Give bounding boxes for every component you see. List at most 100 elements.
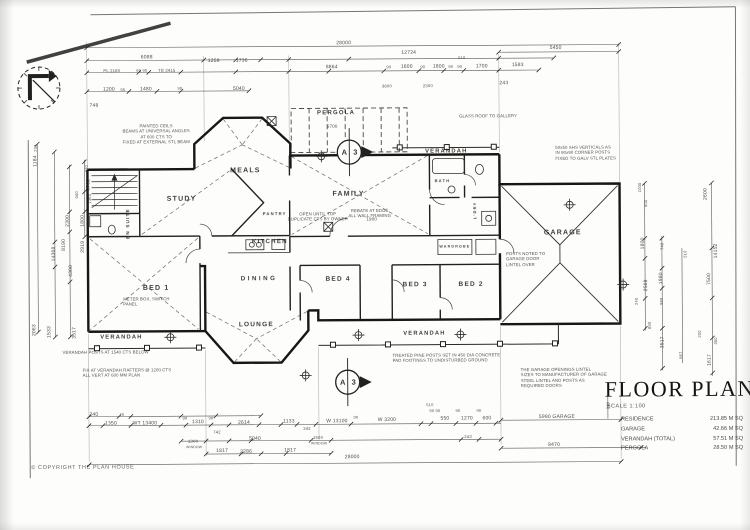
copyright-note: © COPYRIGHT THE PLAN HOUSE (31, 464, 135, 472)
dimension-label: 55 (120, 87, 126, 93)
room-label-wardrobe: WARDROBE (439, 244, 471, 249)
fixtures (89, 158, 497, 256)
dimension-label: 1800 (79, 214, 86, 227)
dimension-label: 1800 (432, 63, 445, 70)
area-name: VERANDAH (TOTAL) (621, 435, 675, 443)
dimension-label: 1700 (475, 63, 488, 70)
garage-roof-lines (501, 185, 619, 323)
area-name: RESIDENCE (620, 416, 654, 423)
dimension-label: 1360 (87, 193, 93, 204)
dimension-label: 90 90 (429, 408, 441, 414)
dimension-label: 1533 (46, 326, 53, 338)
dimension-label: 1270 (460, 415, 473, 422)
dimension-label: 5040 (249, 435, 262, 442)
dimension-label: 748 (89, 102, 99, 109)
dimension-label: 2300 (64, 214, 71, 227)
pine-post-note: TREATED PINE POSTS SET IN 450 DIA CONCRE… (392, 352, 501, 364)
dimension-label: 600 (482, 415, 492, 422)
dimension-label: 243 (499, 80, 509, 87)
dimension-label: 70 (119, 412, 125, 418)
dimension-label: 90 (448, 64, 454, 70)
area-value: 57.51 M SQ (713, 435, 744, 442)
dimension-label: 6792 (85, 178, 92, 191)
room-label-dining: DINING (240, 275, 278, 283)
dimension-label: 90 (182, 415, 188, 421)
area-value: 213.85 M SQ (709, 415, 743, 422)
dimension-label: 8190 (60, 238, 67, 251)
dimension-label: WINDOW (311, 441, 328, 446)
page-border (27, 6, 737, 479)
room-label-bed-2: BED 2 (458, 280, 484, 288)
dimension-label: 200 (32, 144, 38, 152)
dimension-label: 200 (696, 330, 702, 338)
dimension-label: 1259 (207, 57, 220, 65)
dimension-label: 5040 (232, 85, 245, 92)
scale-label: SCALE 1:100 (606, 403, 646, 410)
dimension-label: 2614 (237, 419, 250, 426)
area-name: PERGOLA (621, 445, 649, 452)
dimension-label: 8470 (548, 441, 561, 448)
dimension-label: 90 (455, 407, 461, 414)
room-label-family: FAMILY (332, 190, 365, 198)
verandah-posts (93, 143, 559, 352)
post-symbols (164, 116, 630, 382)
dimension-label: 240 (83, 165, 89, 173)
dimension-label: 28000 (344, 454, 360, 461)
dimension-label: 1736 (235, 57, 248, 64)
area-name: GARAGE (620, 426, 645, 433)
room-label-pergola: PERGOLA (317, 110, 356, 117)
dimension-label: 12724 (401, 49, 417, 56)
area-value: 42.66 M SQ (713, 425, 744, 432)
dimension-label: WT 13400 (132, 420, 158, 427)
dimension-label: 240 (633, 297, 639, 306)
dimension-label: 1000 (637, 182, 643, 193)
dimension-label: 2063 (31, 324, 38, 337)
dimension-label: 742 (213, 429, 221, 435)
dimension-label: 90 (353, 414, 359, 420)
verandah-edges (88, 146, 559, 350)
dimension-label: 1583 (511, 62, 524, 69)
dimension-label: 1300 (187, 438, 199, 444)
dimension-label: 967 (678, 351, 684, 359)
room-label-bed-3: BED 3 (402, 281, 428, 289)
dimension-label: 2600 (702, 187, 709, 200)
north-arrow-icon (17, 66, 61, 110)
room-label-meals: MEALS (230, 167, 261, 175)
dimension-label: 240 (89, 411, 99, 418)
dimension-label: WINDOW (186, 445, 203, 450)
section-marker-letter: A (339, 377, 346, 387)
dimension-label: 1817 (216, 447, 229, 454)
dimension-label: 2286 (240, 448, 253, 455)
dimension-label: 3517 (71, 326, 78, 339)
dimension-label: 890 (646, 321, 652, 329)
section-marker-glyphs (335, 128, 374, 407)
dimension-label: 5990 GARAGE (538, 413, 576, 421)
dimension-label: 3600 (381, 83, 392, 89)
dimension-label: 350 (712, 337, 718, 345)
dimension-lines (36, 44, 713, 466)
dimension-label: 6088 (140, 54, 153, 61)
dimension-label: 510 (458, 54, 466, 60)
left-post-note: VERANDAH POSTS AT 1540 CTS BELOW (62, 349, 149, 355)
area-row: PERGOLA 28.50 M SQ (621, 444, 743, 455)
interior-walls (87, 154, 501, 332)
glass-roof-note: GLASS ROOF TO GALLERY (459, 113, 518, 119)
room-label-garage: GARAGE (543, 229, 582, 237)
room-label-verandah-top: VERANDAH (425, 148, 468, 155)
dimension-label: 4300 (67, 264, 75, 277)
dimension-label: 2568 (643, 279, 650, 292)
dimension-label: 1350 (104, 420, 117, 427)
room-label-pantry: PANTRY (262, 211, 287, 217)
dimension-label: 1617 (706, 353, 713, 366)
dimension-label: 510 (426, 402, 434, 408)
dimension-label: 550 (440, 415, 450, 422)
dimension-label: 90 (208, 415, 214, 421)
area-value: 28.50 M SQ (713, 445, 744, 452)
